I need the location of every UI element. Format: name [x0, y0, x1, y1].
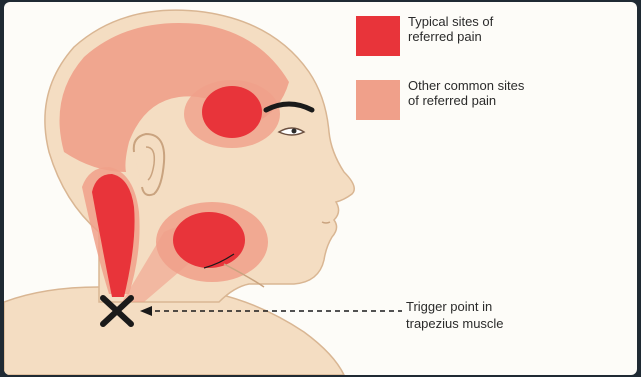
legend-label-typical: Typical sites of referred pain: [408, 14, 608, 44]
legend-label-other: Other common sites of referred pain: [408, 78, 608, 108]
typical-pain-zone-jaw: [173, 212, 245, 268]
legend-item-typical: Typical sites of referred pain: [356, 12, 626, 56]
typical-pain-zone-temple: [202, 86, 262, 138]
trigger-point-label: Trigger point in trapezius muscle: [406, 298, 606, 332]
diagram-frame: Typical sites of referred pain Other com…: [4, 2, 637, 375]
legend-item-other: Other common sites of referred pain: [356, 76, 626, 120]
typical-swatch: [356, 16, 400, 56]
other-swatch: [356, 80, 400, 120]
